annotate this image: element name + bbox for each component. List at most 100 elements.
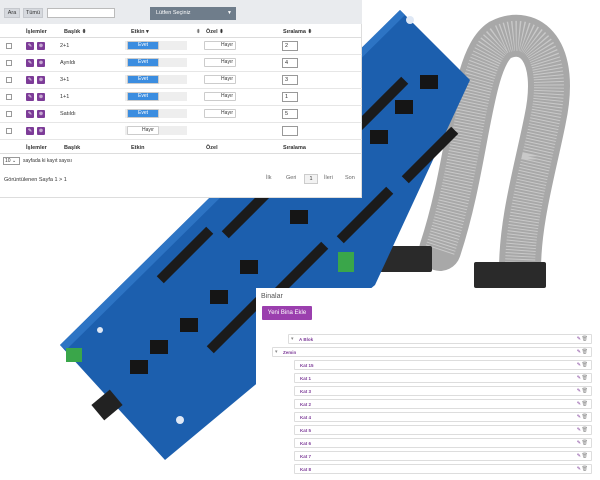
delete-icon[interactable]: ⊗ <box>37 110 45 118</box>
order-input[interactable]: 5 <box>282 109 298 119</box>
trash-icon[interactable]: 🗑 <box>581 440 588 446</box>
edit-icon[interactable]: ✎ <box>26 110 34 118</box>
trash-icon[interactable]: 🗑 <box>581 375 588 381</box>
tree-item[interactable]: Kat 5✎🗑 <box>294 425 592 435</box>
trash-icon[interactable]: 🗑 <box>581 349 588 355</box>
edit-icon[interactable]: ✎ <box>576 466 581 472</box>
delete-icon[interactable]: ⊗ <box>37 127 45 135</box>
trash-icon[interactable]: 🗑 <box>581 466 588 472</box>
ribbon-cable <box>419 14 570 291</box>
chevron-down-icon: ▼ <box>227 10 232 16</box>
edit-icon[interactable]: ✎ <box>576 375 581 381</box>
tree-item[interactable]: Kat 2 ✎🗑 <box>294 399 592 409</box>
row-checkbox[interactable] <box>6 60 12 66</box>
special-toggle[interactable]: Hayır <box>204 58 236 67</box>
special-toggle[interactable]: Hayır <box>204 109 236 118</box>
row-checkbox[interactable] <box>6 94 12 100</box>
edit-icon[interactable]: ✎ <box>576 427 581 433</box>
search-input[interactable] <box>47 8 115 18</box>
col-header-title[interactable]: Başlık ⬍ <box>64 29 87 35</box>
row-title: Satıldı <box>60 111 76 117</box>
trash-icon[interactable]: 🗑 <box>581 453 588 459</box>
special-toggle[interactable]: Hayır <box>204 92 236 101</box>
tree-item[interactable]: ▾Zemin✎🗑 <box>272 347 592 357</box>
search-button[interactable]: Ara <box>4 8 20 18</box>
active-toggle[interactable]: Evet <box>127 75 159 84</box>
delete-icon[interactable]: ⊗ <box>37 59 45 67</box>
active-toggle[interactable]: Hayır <box>127 126 159 135</box>
tree-item[interactable]: Kat 3✎🗑 <box>294 386 592 396</box>
show-all-button[interactable]: Tümü <box>23 8 43 18</box>
trash-icon[interactable]: 🗑 <box>581 427 588 433</box>
trash-icon[interactable]: 🗑 <box>581 362 588 368</box>
pagination-prev[interactable]: Geri <box>286 175 297 181</box>
page-info: Görüntülenen Sayfa 1 > 1 <box>4 177 67 183</box>
edit-icon[interactable]: ✎ <box>576 388 581 394</box>
col-header-special[interactable]: Özel ⬍ <box>206 29 224 35</box>
order-input[interactable]: 3 <box>282 75 298 85</box>
tree-item[interactable]: Kat 8✎🗑 <box>294 464 592 474</box>
tree-item[interactable]: Kat 6 ✎🗑 <box>294 438 592 448</box>
add-building-button[interactable]: Yeni Bina Ekle <box>262 306 312 320</box>
delete-icon[interactable]: ⊗ <box>37 76 45 84</box>
caret-down-icon[interactable]: ▾ <box>275 349 278 355</box>
active-toggle[interactable]: Evet <box>127 58 159 67</box>
row-checkbox[interactable] <box>6 77 12 83</box>
filter-select[interactable]: Lütfen Seçiniz ▼ <box>150 7 236 20</box>
caret-down-icon[interactable]: ▾ <box>291 336 294 342</box>
active-toggle-label: Hayır <box>142 127 154 133</box>
pagination-first[interactable]: İlk <box>266 175 272 181</box>
edit-icon[interactable]: ✎ <box>576 349 581 355</box>
trash-icon[interactable]: 🗑 <box>581 388 588 394</box>
tree-item[interactable]: Kat 4✎🗑 <box>294 412 592 422</box>
order-input[interactable]: 1 <box>282 92 298 102</box>
tree-item-label: Kat 6 <box>300 441 312 446</box>
special-toggle[interactable]: Hayır <box>204 41 236 50</box>
row-checkbox[interactable] <box>6 128 12 134</box>
row-checkbox[interactable] <box>6 111 12 117</box>
trash-icon[interactable]: 🗑 <box>581 336 588 342</box>
tree-item[interactable]: Kat 7✎🗑 <box>294 451 592 461</box>
order-input[interactable]: 4 <box>282 58 298 68</box>
edit-icon[interactable]: ✎ <box>26 127 34 135</box>
col-header-active[interactable]: Etkin ▾ <box>131 29 149 35</box>
page-size-select[interactable]: 10 ⌄ <box>3 157 20 165</box>
trash-icon[interactable]: 🗑 <box>581 401 588 407</box>
edit-icon[interactable]: ✎ <box>576 336 581 342</box>
pagination-last[interactable]: Son <box>345 175 355 181</box>
col-header-order[interactable]: Sıralama ⬍ <box>283 29 313 35</box>
green-terminal-left <box>66 348 82 362</box>
edit-icon[interactable]: ✎ <box>26 93 34 101</box>
tree-item-label: Kat 2 <box>300 402 312 407</box>
trash-icon[interactable]: 🗑 <box>581 414 588 420</box>
edit-icon[interactable]: ✎ <box>26 42 34 50</box>
order-input[interactable]: 2 <box>282 41 298 51</box>
active-toggle[interactable]: Evet <box>127 92 159 101</box>
footer-col-order: Sıralama <box>283 145 306 151</box>
filter-select-value: Lütfen Seçiniz <box>156 10 191 16</box>
header-divider <box>0 37 362 38</box>
row-title: 2+1 <box>60 43 70 49</box>
edit-icon[interactable]: ✎ <box>576 453 581 459</box>
edit-icon[interactable]: ✎ <box>576 414 581 420</box>
edit-icon[interactable]: ✎ <box>26 76 34 84</box>
pagination-next[interactable]: İleri <box>324 175 333 181</box>
tree-item[interactable]: ▾A Blok✎🗑 <box>288 334 592 344</box>
delete-icon[interactable]: ⊗ <box>37 93 45 101</box>
order-input[interactable] <box>282 126 298 136</box>
active-toggle[interactable]: Evet <box>127 41 159 50</box>
edit-icon[interactable]: ✎ <box>576 362 581 368</box>
table-row: ✎⊗ 2+1 Evet Hayır 2 <box>0 38 362 55</box>
special-toggle[interactable]: Hayır <box>204 75 236 84</box>
pagination-current[interactable]: 1 <box>304 174 318 184</box>
edit-icon[interactable]: ✎ <box>26 59 34 67</box>
table-row: ✎⊗ Satıldı Evet Hayır 5 <box>0 106 362 123</box>
tree-item[interactable]: Kat 1✎🗑 <box>294 373 592 383</box>
row-checkbox[interactable] <box>6 43 12 49</box>
footer-col-special: Özel <box>206 145 218 151</box>
tree-item[interactable]: Kat 15✎🗑 <box>294 360 592 370</box>
delete-icon[interactable]: ⊗ <box>37 42 45 50</box>
active-toggle[interactable]: Evet <box>127 109 159 118</box>
edit-icon[interactable]: ✎ <box>576 401 581 407</box>
edit-icon[interactable]: ✎ <box>576 440 581 446</box>
